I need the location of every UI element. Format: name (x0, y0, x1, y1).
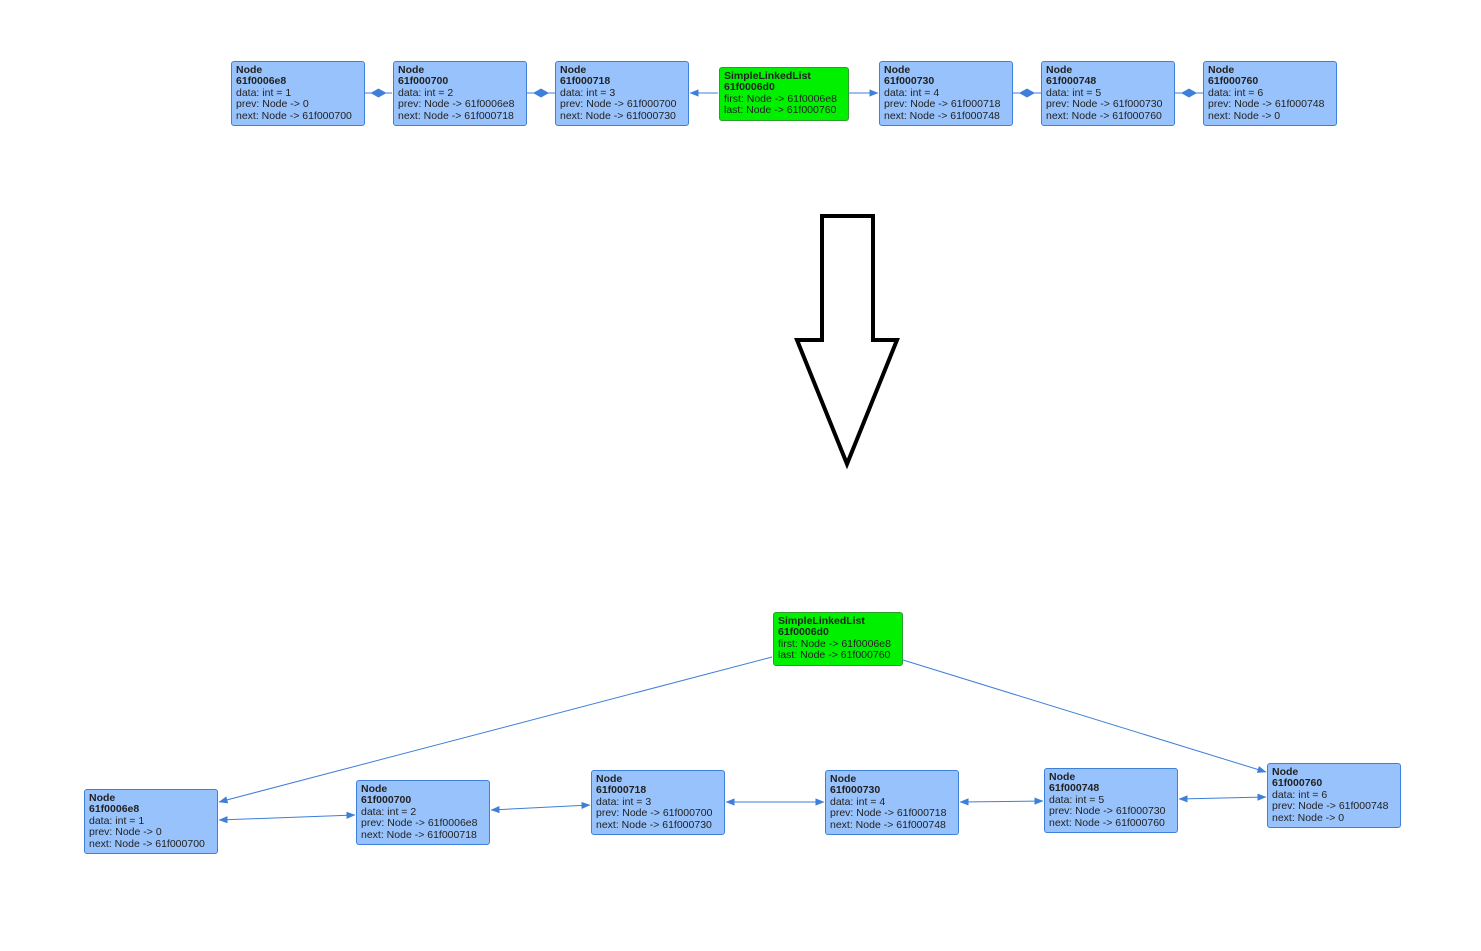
node-field-next: next: Node -> 0 (1208, 109, 1281, 122)
node-address: 61f000730 (884, 75, 935, 88)
node-address: 61f0006e8 (236, 75, 287, 88)
list-field-first: first: Node -> 61f0006e8 (778, 637, 891, 650)
transform-down-arrow (794, 214, 900, 470)
node-field-prev: prev: Node -> 61f000700 (596, 807, 713, 820)
bottom-node-6: Node 61f000760 data: int = 6 prev: Node … (1267, 763, 1401, 828)
node-address: 61f000700 (361, 794, 412, 807)
node-field-next: next: Node -> 61f000718 (398, 109, 514, 122)
node-type: Node (361, 783, 388, 795)
node-field-next: next: Node -> 61f000760 (1046, 109, 1162, 122)
node-type: Node (1208, 64, 1235, 76)
node-address: 61f0006e8 (89, 803, 140, 816)
bottom-node-4: Node 61f000730 data: int = 4 prev: Node … (825, 770, 959, 835)
node-field-next: next: Node -> 61f000718 (361, 828, 477, 841)
node-type: Node (1046, 64, 1073, 76)
node-field-next: next: Node -> 61f000700 (89, 837, 205, 850)
node-field-prev: prev: Node -> 0 (236, 98, 309, 111)
node-type: Node (830, 773, 857, 785)
bottom-node-5: Node 61f000748 data: int = 5 prev: Node … (1044, 768, 1178, 833)
bottom-node-2: Node 61f000700 data: int = 2 prev: Node … (356, 780, 490, 845)
node-field-data: data: int = 6 (1208, 86, 1264, 99)
node-field-data: data: int = 4 (830, 795, 886, 808)
node-type: Node (596, 773, 623, 785)
node-address: 61f000760 (1272, 777, 1323, 790)
node-field-data: data: int = 1 (89, 814, 145, 827)
node-field-next: next: Node -> 61f000748 (884, 109, 1000, 122)
node-field-prev: prev: Node -> 61f000730 (1049, 805, 1166, 818)
node-field-data: data: int = 4 (884, 86, 940, 99)
edge-n5-n6-bottom (1178, 793, 1267, 803)
node-field-prev: prev: Node -> 61f000700 (560, 98, 677, 111)
node-field-prev: prev: Node -> 61f000730 (1046, 98, 1163, 111)
node-field-data: data: int = 5 (1046, 86, 1102, 99)
bottom-node-3: Node 61f000718 data: int = 3 prev: Node … (591, 770, 725, 835)
top-node-2: Node 61f000700 data: int = 2 prev: Node … (393, 61, 527, 126)
node-type: Node (89, 792, 116, 804)
list-address: 61f0006d0 (778, 626, 829, 639)
edge-n1-n2-bottom (218, 811, 356, 824)
node-address: 61f000718 (560, 75, 611, 88)
top-node-1: Node 61f0006e8 data: int = 1 prev: Node … (231, 61, 365, 126)
edge-n4-n5-bottom (959, 797, 1044, 806)
node-field-next: next: Node -> 61f000730 (596, 818, 712, 831)
node-field-next: next: Node -> 61f000760 (1049, 816, 1165, 829)
node-field-next: next: Node -> 61f000700 (236, 109, 352, 122)
node-field-data: data: int = 2 (398, 86, 454, 99)
top-node-3: Node 61f000718 data: int = 3 prev: Node … (555, 61, 689, 126)
bottom-simple-linked-list: SimpleLinkedList 61f0006d0 first: Node -… (773, 612, 903, 666)
node-address: 61f000718 (596, 784, 647, 797)
node-type: Node (398, 64, 425, 76)
node-field-prev: prev: Node -> 0 (89, 826, 162, 839)
node-field-prev: prev: Node -> 61f000748 (1272, 800, 1389, 813)
node-field-next: next: Node -> 61f000748 (830, 818, 946, 831)
list-type: SimpleLinkedList (778, 615, 865, 627)
top-simple-linked-list: SimpleLinkedList 61f0006d0 first: Node -… (719, 67, 849, 121)
node-address: 61f000730 (830, 784, 881, 797)
list-field-last: last: Node -> 61f000760 (724, 104, 837, 117)
node-field-data: data: int = 1 (236, 86, 292, 99)
top-node-5: Node 61f000748 data: int = 5 prev: Node … (1041, 61, 1175, 126)
edge-n2-n3-bottom (490, 801, 591, 814)
node-field-prev: prev: Node -> 61f0006e8 (361, 817, 478, 830)
node-field-prev: prev: Node -> 61f000718 (830, 807, 947, 820)
bottom-node-1: Node 61f0006e8 data: int = 1 prev: Node … (84, 789, 218, 854)
node-field-prev: prev: Node -> 61f0006e8 (398, 98, 515, 111)
node-field-prev: prev: Node -> 61f000718 (884, 98, 1001, 111)
bottom-edges (218, 656, 1267, 824)
edge-list-first-bottom (218, 656, 773, 804)
node-field-data: data: int = 2 (361, 805, 417, 818)
node-field-data: data: int = 5 (1049, 793, 1105, 806)
list-address: 61f0006d0 (724, 81, 775, 94)
top-node-4: Node 61f000730 data: int = 4 prev: Node … (879, 61, 1013, 126)
node-address: 61f000748 (1049, 782, 1100, 795)
node-type: Node (1272, 766, 1299, 778)
node-field-data: data: int = 3 (596, 795, 652, 808)
node-address: 61f000760 (1208, 75, 1259, 88)
node-address: 61f000748 (1046, 75, 1097, 88)
node-address: 61f000700 (398, 75, 449, 88)
node-field-data: data: int = 3 (560, 86, 616, 99)
edge-list-last-bottom (902, 659, 1267, 773)
node-field-next: next: Node -> 61f000730 (560, 109, 676, 122)
list-field-last: last: Node -> 61f000760 (778, 649, 891, 662)
node-type: Node (884, 64, 911, 76)
node-type: Node (236, 64, 263, 76)
top-node-6: Node 61f000760 data: int = 6 prev: Node … (1203, 61, 1337, 126)
node-field-prev: prev: Node -> 61f000748 (1208, 98, 1325, 111)
list-type: SimpleLinkedList (724, 70, 811, 82)
list-field-first: first: Node -> 61f0006e8 (724, 92, 837, 105)
node-field-data: data: int = 6 (1272, 788, 1328, 801)
node-type: Node (560, 64, 587, 76)
node-type: Node (1049, 771, 1076, 783)
node-field-next: next: Node -> 0 (1272, 811, 1345, 824)
